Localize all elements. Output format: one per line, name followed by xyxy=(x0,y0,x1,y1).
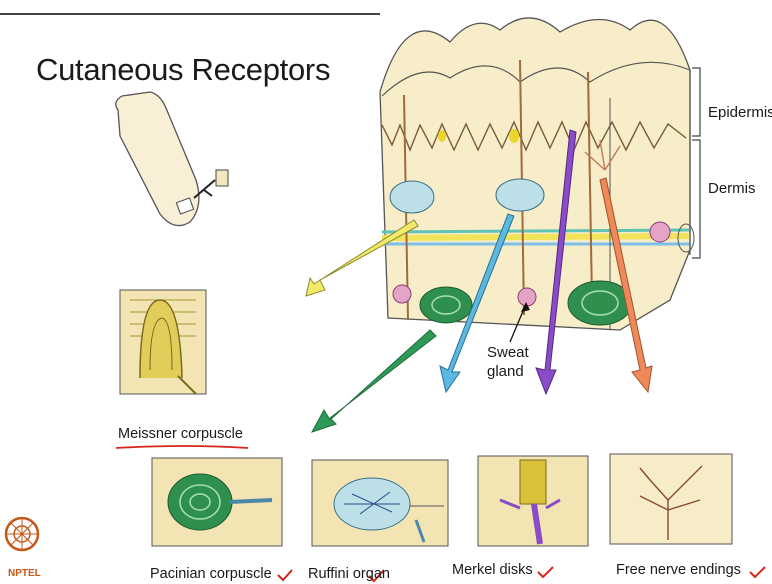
skin-block xyxy=(380,18,694,330)
nptel-logo-text: NPTEL xyxy=(8,568,41,579)
tick-merkel xyxy=(538,567,553,577)
ruffini-panel xyxy=(312,460,448,546)
epidermis-label: Epidermis xyxy=(708,104,772,121)
page-title: Cutaneous Receptors xyxy=(36,52,330,88)
merkel-panel xyxy=(478,456,588,546)
caption-free-nerve: Free nerve endings xyxy=(616,562,741,578)
meissner-panel xyxy=(120,290,206,394)
sweat-gland-label-line1: Sweat xyxy=(487,344,529,361)
nptel-logo xyxy=(6,518,38,550)
free-nerve-panel xyxy=(610,454,732,544)
caption-ruffini: Ruffini organ xyxy=(308,566,390,582)
meissner-underline xyxy=(116,446,248,448)
epidermis-bracket xyxy=(692,68,700,136)
tick-free-nerve xyxy=(750,567,765,577)
sweat-gland-label-line2: gland xyxy=(487,363,524,380)
pacinian-panel xyxy=(152,458,282,546)
caption-meissner: Meissner corpuscle xyxy=(118,426,243,442)
arrow-pacinian xyxy=(312,330,436,432)
dermis-label: Dermis xyxy=(708,180,756,197)
caption-merkel: Merkel disks xyxy=(452,562,533,578)
caption-pacinian: Pacinian corpuscle xyxy=(150,566,272,582)
dermis-bracket xyxy=(692,140,700,258)
tick-pacinian xyxy=(278,570,292,580)
finger-illustration xyxy=(116,92,228,226)
